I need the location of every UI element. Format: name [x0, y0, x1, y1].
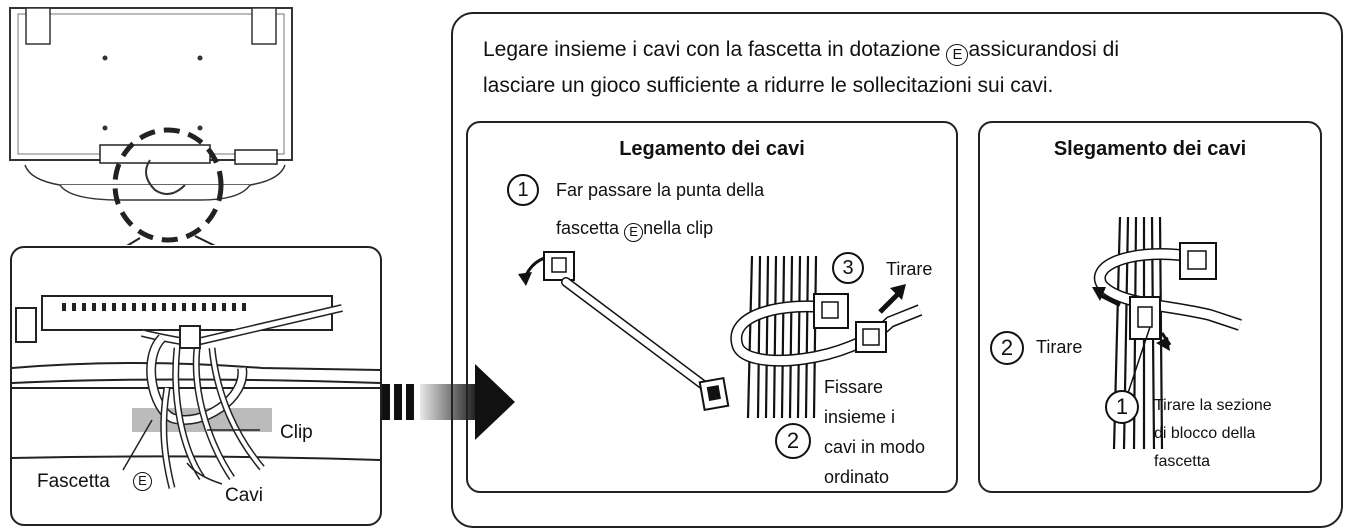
- unbinding-step1-number: 1: [1105, 390, 1139, 424]
- cavi-label: Cavi: [225, 485, 264, 506]
- intro-line2: lasciare un gioco sufficiente a ridurre …: [483, 74, 1054, 97]
- bound-cables-illustration: [730, 255, 923, 419]
- clip-label: Clip: [280, 422, 313, 443]
- binding-step1-number: 1: [507, 174, 539, 206]
- binding-step3-number: 3: [832, 252, 864, 284]
- binding-step2-line4: ordinato: [824, 467, 890, 487]
- detail-box: [10, 246, 382, 526]
- binding-step1-text-b: nella clip: [643, 218, 714, 238]
- binding-step2-line2: insieme i: [824, 407, 896, 427]
- unbinding-step1-line1: Tirare la sezione: [1154, 397, 1272, 414]
- binding-step3-label: Tirare: [886, 259, 933, 279]
- instruction-box: [451, 12, 1343, 528]
- binding-step1-line1: Far passare la punta della: [556, 180, 765, 200]
- binding-box: [466, 121, 958, 493]
- tv-back-illustration: [9, 7, 293, 245]
- clip-detail-illustration: [12, 295, 380, 489]
- fascetta-label: Fascetta: [37, 471, 110, 492]
- unbinding-step2-label: Tirare: [1036, 337, 1083, 357]
- binding-step2-number: 2: [775, 423, 811, 459]
- intro-text-b: assicurandosi di: [968, 38, 1120, 61]
- marker-e-circle: E: [133, 472, 152, 491]
- unbinding-step1-line3: fascetta: [1154, 453, 1211, 470]
- unbinding-title: Slegamento dei cavi: [1053, 138, 1247, 160]
- unbinding-step2-number: 2: [990, 331, 1024, 365]
- unbinding-step1-line2: di blocco della: [1154, 425, 1256, 442]
- binding-marker-e: E: [624, 223, 644, 242]
- cable-tie-illustration: [518, 251, 730, 412]
- transition-arrow: [382, 364, 515, 440]
- binding-title: Legamento dei cavi: [619, 138, 805, 160]
- binding-step2-line1: Fissare: [824, 377, 884, 397]
- unbinding-box: [978, 121, 1322, 493]
- intro-text-a: Legare insieme i cavi con la fascetta in…: [483, 38, 941, 61]
- binding-step1-text-a: fascetta: [556, 218, 620, 238]
- binding-step2-line3: cavi in modo: [824, 437, 926, 457]
- intro-line1: Legare insieme i cavi con la fascetta in…: [483, 37, 1119, 66]
- intro-marker-e: E: [946, 44, 969, 66]
